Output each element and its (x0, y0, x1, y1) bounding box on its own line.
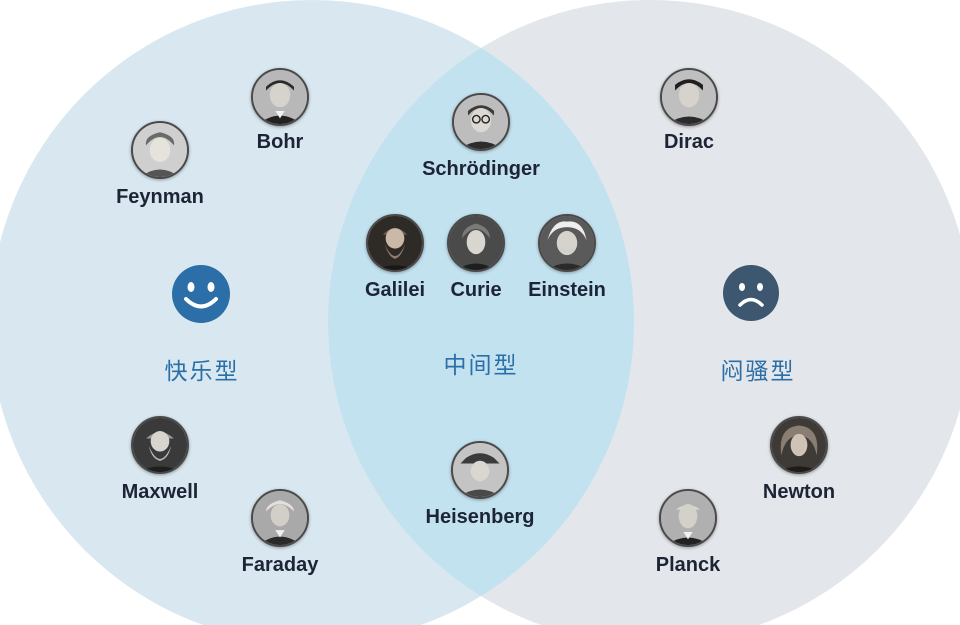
frowning-face-icon (723, 265, 779, 321)
portrait-bohr (251, 68, 309, 126)
name-planck: Planck (655, 554, 721, 576)
name-feynman: Feynman (116, 186, 204, 208)
name-maxwell: Maxwell (121, 481, 199, 503)
portrait-faraday (251, 489, 309, 547)
portrait-heisenberg (451, 441, 509, 499)
name-galilei: Galilei (364, 279, 426, 301)
name-faraday: Faraday (241, 554, 319, 576)
portrait-galilei (366, 214, 424, 272)
group-label-happy: 快乐型 (164, 359, 240, 385)
portrait-planck (659, 489, 717, 547)
portrait-newton (770, 416, 828, 474)
portrait-feynman (131, 121, 189, 179)
portrait-curie (447, 214, 505, 272)
name-bohr: Bohr (256, 131, 304, 153)
portrait-maxwell (131, 416, 189, 474)
group-label-gloomy: 闷骚型 (720, 359, 796, 385)
portrait-dirac (660, 68, 718, 126)
smiley-face-icon (172, 265, 230, 323)
name-dirac: Dirac (663, 131, 715, 153)
portrait-schrodinger (452, 93, 510, 151)
name-einstein: Einstein (528, 279, 606, 301)
name-schrodinger: Schrödinger (422, 158, 540, 180)
portrait-einstein (538, 214, 596, 272)
name-curie: Curie (450, 279, 502, 301)
name-newton: Newton (762, 481, 836, 503)
name-heisenberg: Heisenberg (425, 506, 535, 528)
group-label-middle: 中间型 (443, 353, 519, 379)
